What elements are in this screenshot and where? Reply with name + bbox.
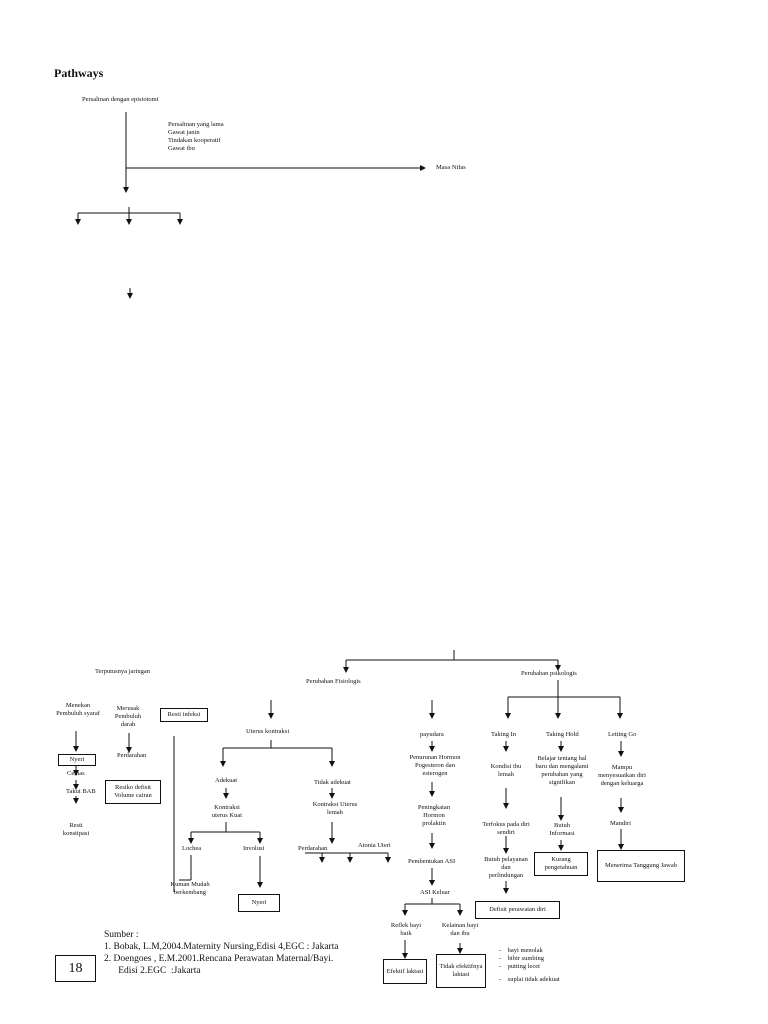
node-kelainan: Kelainan bayi dan ibu bbox=[441, 922, 479, 937]
node-resti-konstipasi: Resti konstipasi bbox=[62, 822, 90, 837]
cause-3: Tindakan kooperatif bbox=[168, 137, 221, 144]
bullet-2: - bibir sumbing bbox=[499, 955, 544, 962]
node-nyeri: Nyeri bbox=[58, 754, 96, 766]
node-asi-keluar: ASI Keluar bbox=[420, 889, 450, 896]
node-terputus: Terputusnya jaringan bbox=[95, 668, 150, 675]
cause-4: Gawat ibu bbox=[168, 145, 195, 152]
page-title: Pathways bbox=[54, 66, 104, 80]
node-perdarahan: Perdarahan bbox=[117, 752, 147, 759]
node-tidak-efektif: Tidak efektifnya laktasi bbox=[436, 954, 486, 988]
node-mandiri: Mandiri bbox=[610, 820, 631, 827]
node-peningkatan-hormon: Peningkatan Hormon prolaktin bbox=[417, 804, 451, 827]
node-payudara: payudara bbox=[420, 731, 444, 738]
node-menerima: Menerima Tanggung Jawab bbox=[597, 850, 685, 882]
cause-1: Persalinan yang lama bbox=[168, 121, 224, 128]
bullet-4: - suplai tidak adekuat bbox=[499, 976, 560, 983]
node-mampu: Mampu menyesuaikan diri dengan keluarga bbox=[598, 764, 646, 787]
node-efektif-laktasi: Efektif laktasi bbox=[383, 959, 427, 984]
node-persalinan: Persalinan dengan episiotomi bbox=[82, 96, 159, 103]
node-perubahan-fisiologis: Perubahan Fisiologis bbox=[306, 678, 361, 685]
node-uterus-kontraksi: Uterus kontraksi bbox=[246, 728, 290, 735]
node-kontraksi-lemah: Kontraksi Uterus lemah bbox=[312, 801, 358, 816]
node-involusi: Involusi bbox=[243, 845, 265, 852]
node-kuman: Kuman Mudah berkembang bbox=[170, 881, 210, 896]
sumber-item-1: 1. Bobak, L.M,2004.Maternity Nursing,Edi… bbox=[104, 942, 339, 952]
node-masa-nifas: Masa Nifas bbox=[436, 164, 466, 171]
node-taking-in: Taking In bbox=[491, 731, 516, 738]
node-belajar: Belajar tentang hal baru dan mengalami p… bbox=[535, 755, 589, 786]
sumber-label: Sumber : bbox=[104, 930, 139, 940]
node-takut-bab: Takut BAB bbox=[66, 788, 96, 795]
node-nyeri-2: Nyeri bbox=[238, 894, 280, 912]
bullet-3: - putting lecet bbox=[499, 963, 540, 970]
node-terfokus: Terfokus pada diri sendiri bbox=[482, 821, 530, 836]
node-butuh-informasi: Butuh Informasi bbox=[549, 822, 575, 837]
bullet-1: - bayi menolak bbox=[499, 947, 543, 954]
node-atonia: Atonia Uteri bbox=[358, 842, 391, 849]
node-defisit-perawatan: Defisit perawatan diri bbox=[475, 901, 560, 919]
node-tidak-adekuat: Tidak adekuat bbox=[314, 779, 351, 786]
node-kondisi-ibu: Kondisi ibu lemah bbox=[490, 763, 522, 778]
node-menekan: Menekan Pembuluh syaraf bbox=[56, 702, 100, 717]
node-lochea: Lochea bbox=[182, 845, 202, 852]
node-reflek-bayi: Reflek bayi baik bbox=[390, 922, 422, 937]
node-resti-infeksi: Resti infeksi bbox=[160, 708, 208, 722]
node-butuh-pelayanan: Butuh pelayanan dan perlindungan bbox=[484, 856, 528, 879]
node-penurunan-hormon: Penurunan Hormon Pogesteron dan esteroge… bbox=[409, 754, 461, 777]
node-taking-hold: Taking Hold bbox=[546, 731, 579, 738]
node-kontraksi-kuat: Kontraksi uterus Kuat bbox=[211, 804, 243, 819]
node-perubahan-psikologis: Perubahan psikologis bbox=[521, 670, 577, 677]
cause-2: Gawat janin bbox=[168, 129, 200, 136]
node-letting-go: Letting Go bbox=[608, 731, 637, 738]
node-cemas: Cemas bbox=[67, 770, 85, 777]
sumber-item-3: Edisi 2.EGC :Jakarta bbox=[104, 966, 201, 976]
node-merusak: Merusak Pembuluh darah bbox=[114, 705, 142, 728]
page-number: 18 bbox=[55, 955, 96, 982]
node-perdarahan-2: Perdarahan bbox=[298, 845, 328, 852]
node-adekuat: Adekuat bbox=[215, 777, 238, 784]
node-kurang-pengetahuan: Kurang pengetahuan bbox=[534, 852, 588, 876]
node-pembentukan-asi: Pembentukan ASI bbox=[408, 858, 456, 865]
sumber-item-2: 2. Doengoes , E.M.2001.Rencana Perawatan… bbox=[104, 954, 334, 964]
node-resiko-defisit: Resiko defisit Volume cairan bbox=[105, 780, 161, 804]
